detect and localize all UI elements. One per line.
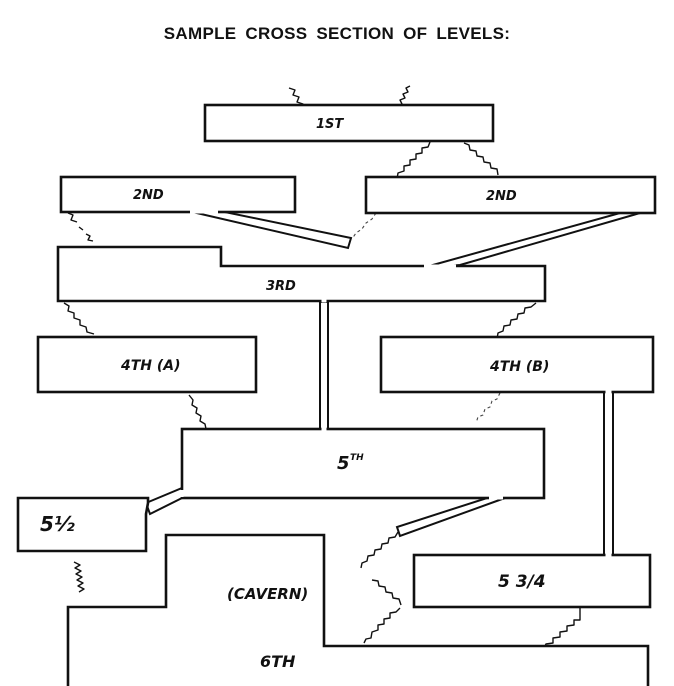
- shaft-3rd-to-5th: [319, 301, 329, 431]
- level-4th-b: [379, 335, 655, 394]
- label-2nd-left: 2ND: [133, 188, 164, 203]
- ramp-joints: [180, 210, 612, 557]
- level-5-three-quarter: [412, 553, 652, 609]
- label-2nd-right: 2ND: [486, 189, 517, 204]
- stairs-3rd-to-4th-b: [496, 302, 537, 340]
- level-5-half: [16, 496, 150, 553]
- label-6th: 6TH: [260, 652, 296, 671]
- label-5-three-quarter: 5 3/4: [498, 572, 546, 592]
- level-6th: [66, 533, 650, 686]
- chambers-group: [16, 103, 657, 686]
- label-4th-b: 4TH (B): [489, 359, 549, 375]
- stairs-5th-to-6th-c: [363, 607, 401, 644]
- ramp-2nd-right: [421, 212, 641, 269]
- label-5th-sup: TH: [350, 453, 364, 463]
- passages-group: [144, 210, 641, 557]
- level-5th: [180, 427, 546, 500]
- label-5-half: 5½: [40, 512, 75, 536]
- label-4th-a: 4TH (A): [120, 358, 181, 374]
- level-4th-a: [36, 335, 258, 394]
- labels-group: 1ST 2ND 2ND 3RD 4TH (A) 4TH (B) 5 TH 5½ …: [40, 117, 549, 671]
- label-cavern: (CAVERN): [227, 585, 308, 603]
- level-2nd-right: [364, 175, 657, 215]
- stairs-5-half-to-6th: [73, 561, 85, 593]
- stairs-2nd-right-to-3rd: [351, 212, 377, 240]
- stairs-5th-to-6th-b: [371, 579, 402, 606]
- label-1st: 1ST: [316, 117, 344, 132]
- stairs-4th-a-to-5th: [188, 394, 207, 430]
- stairs-group: [63, 85, 581, 649]
- stairs-5-three-quarter-to-6th: [543, 608, 581, 649]
- stairs-3rd-to-4th-a: [63, 302, 95, 335]
- shaft-4th-b-to-5-three-quarter: [603, 391, 614, 557]
- stairs-5th-to-6th-a: [360, 531, 399, 569]
- label-5th: 5: [337, 453, 350, 474]
- level-1st: [203, 103, 495, 143]
- stairs-2nd-left-to-3rd: [67, 212, 94, 242]
- diagram-title: SAMPLE CROSS SECTION OF LEVELS:: [163, 24, 511, 43]
- stairs-up-from-1st-right: [395, 85, 411, 108]
- label-3rd: 3RD: [266, 279, 296, 294]
- ramp-2nd-left: [187, 210, 353, 250]
- stairs-1st-to-2nd-right-b: [463, 142, 499, 176]
- ramp-5th-to-6th: [395, 497, 506, 538]
- stairs-4th-b-to-5th: [475, 392, 501, 424]
- ramp-5th-to-5-half: [144, 486, 183, 516]
- level-2nd-left: [59, 175, 297, 214]
